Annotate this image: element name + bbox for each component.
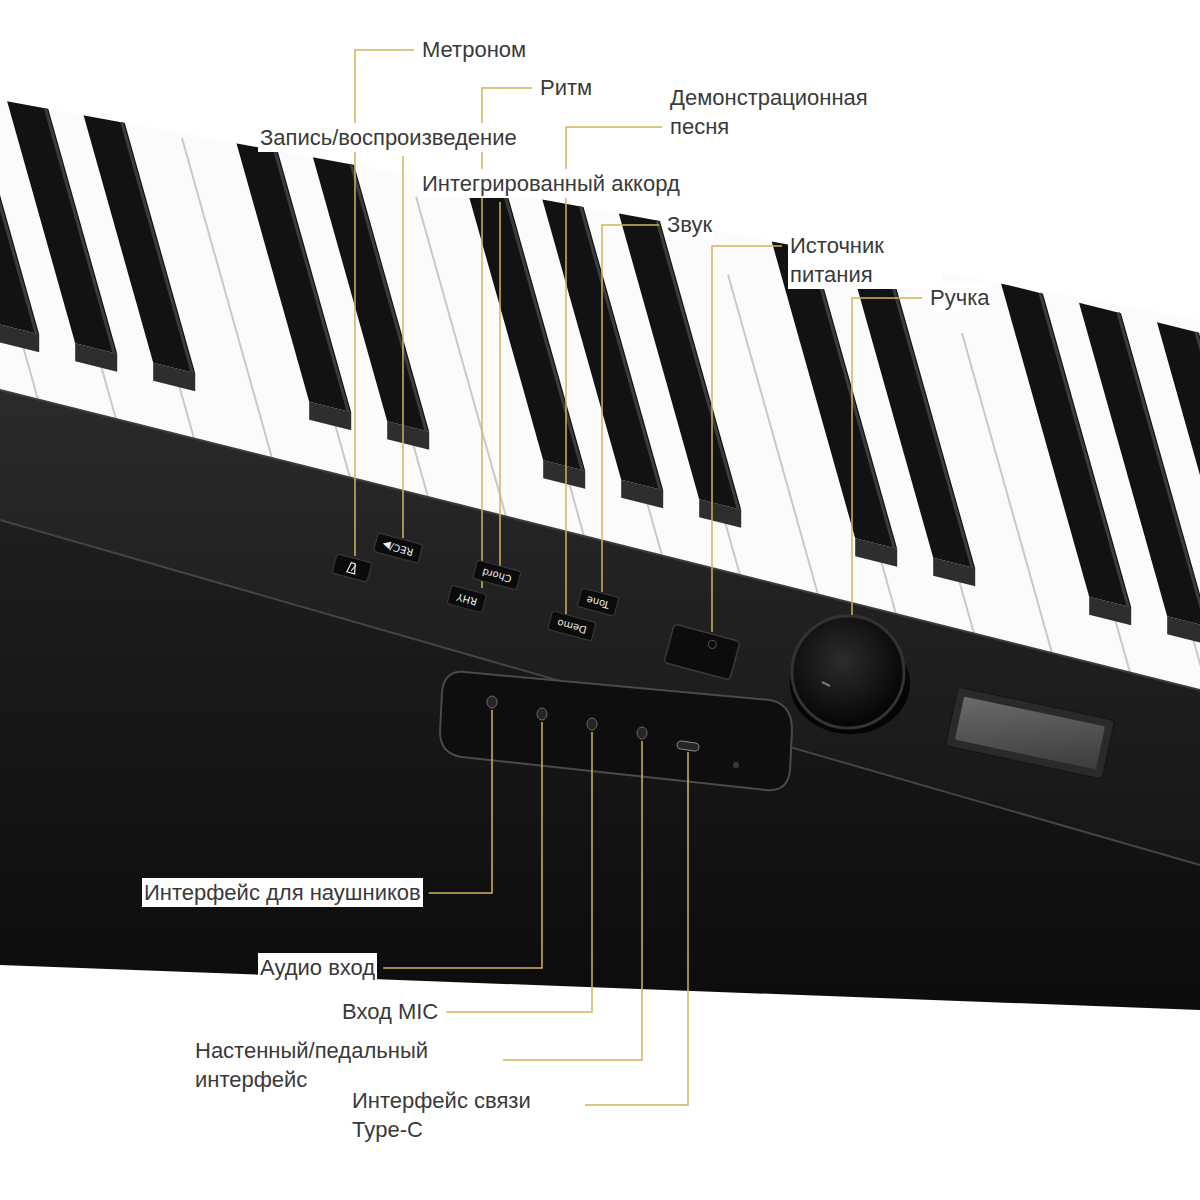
power-button (664, 624, 740, 680)
leader-line (429, 710, 492, 893)
callout-label: Метроном (420, 35, 528, 64)
callout-label: Интерфейс связи Type-C (350, 1086, 579, 1144)
black-key (299, 108, 429, 450)
lcd-display (946, 687, 1115, 779)
callout-label: Аудио вход (258, 953, 377, 982)
front-face (0, 520, 1200, 1010)
leader-line (712, 246, 782, 632)
button-label: Chord (472, 559, 521, 590)
button-label: RHY (447, 585, 488, 614)
leader-line (402, 156, 404, 538)
callout-label: Запись/воспроизведение (258, 123, 519, 152)
callout-label: Интегрированный аккорд (420, 169, 682, 198)
callout-label: Ритм (538, 73, 594, 102)
callout-label: Демонстрационная песня (668, 83, 922, 141)
button-label: Demo (547, 610, 596, 641)
black-key (611, 186, 741, 528)
black-key (1157, 322, 1200, 664)
callout-label: Звук (665, 210, 714, 239)
callout-label: Интерфейс для наушников (142, 878, 423, 907)
volume-knob (790, 616, 910, 734)
black-key (533, 166, 663, 508)
front-edge (0, 520, 1200, 865)
callout-label: Вход MIC (340, 997, 440, 1026)
leader-line (852, 298, 922, 615)
leader-line (446, 732, 592, 1012)
metronome-button (332, 554, 372, 583)
jack-panel (440, 672, 792, 790)
leader-line (585, 752, 688, 1105)
button-label: REC/▶ (373, 532, 424, 564)
leader-line (503, 741, 642, 1060)
callout-label: Источник питания (788, 231, 942, 289)
callout-label: Ручка (928, 283, 991, 312)
leader-line (602, 225, 659, 592)
black-key (65, 49, 195, 391)
button-label: Tone (577, 587, 620, 616)
leader-line (499, 202, 501, 566)
leader-line (566, 127, 662, 617)
leader-line (383, 722, 542, 968)
black-key (0, 30, 117, 372)
leader-line (482, 88, 532, 588)
